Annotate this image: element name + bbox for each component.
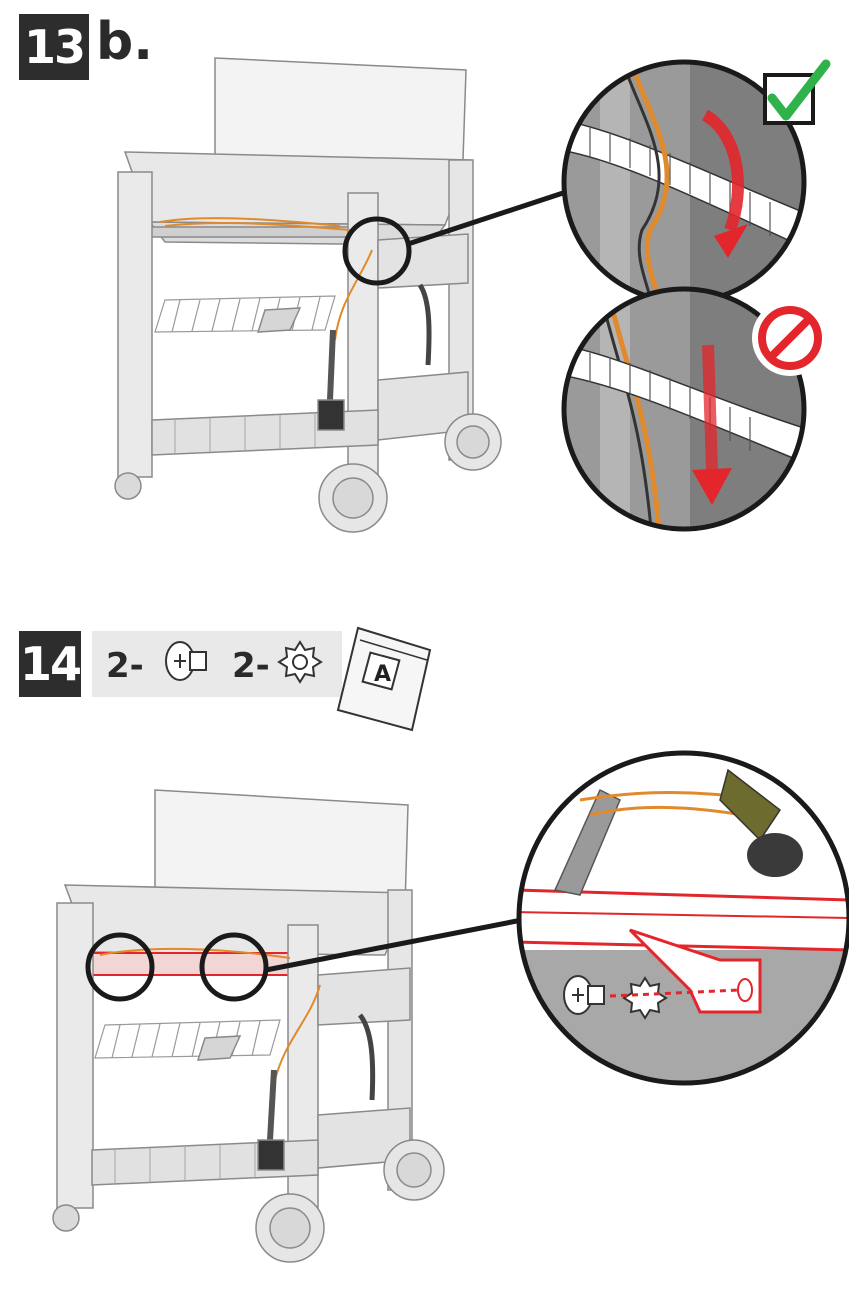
prohibited-icon — [752, 300, 828, 376]
step14-grill-illustration — [53, 790, 444, 1262]
lock-washer-icon — [279, 642, 321, 682]
correct-check-icon — [765, 64, 826, 123]
step13-grill-illustration — [115, 58, 501, 532]
hardware-bag-label: A — [374, 662, 391, 687]
hardware-bag-icon: A — [338, 628, 430, 730]
screw-icon — [166, 642, 206, 680]
